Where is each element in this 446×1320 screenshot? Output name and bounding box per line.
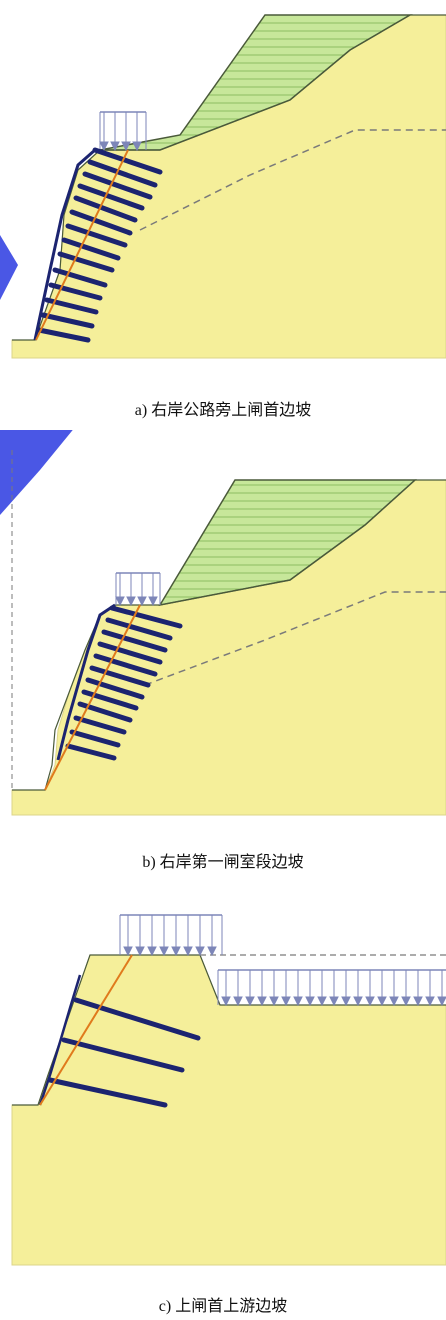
anchor	[109, 605, 183, 629]
anchor	[101, 629, 168, 653]
anchor	[69, 209, 133, 236]
watermark-shape	[0, 235, 18, 300]
panel-a-caption: a) 右岸公路旁上闸首边坡	[134, 402, 312, 419]
slope-face	[33, 148, 96, 341]
anchor	[85, 677, 145, 700]
platform-load	[217, 969, 446, 1007]
anchor	[65, 223, 128, 248]
anchor	[81, 689, 139, 711]
anchor	[52, 267, 108, 288]
anchor	[73, 195, 138, 223]
anchor	[40, 312, 95, 329]
anchor	[36, 327, 91, 343]
surface-load	[115, 572, 161, 607]
anchor	[73, 715, 127, 735]
anchor	[89, 665, 151, 688]
anchor	[92, 147, 163, 175]
panel-b: b) 右岸第一闸室段边坡	[0, 430, 446, 900]
anchor	[82, 171, 153, 200]
slope-face	[38, 974, 82, 1106]
slope-diagram-c	[11, 914, 446, 1266]
slip-surface	[35, 149, 129, 341]
anchor	[73, 997, 201, 1041]
dashed-interface-line	[144, 591, 446, 686]
anchor	[48, 282, 103, 301]
anchor	[47, 1077, 168, 1108]
panel-c: c) 上闸首上游边坡	[0, 900, 446, 1320]
panel-c-caption: c) 上闸首上游边坡	[158, 1298, 288, 1315]
anchor	[61, 1037, 185, 1073]
panel-a: a) 右岸公路旁上闸首边坡	[0, 0, 446, 430]
slip-surface	[39, 954, 133, 1106]
anchor	[77, 183, 145, 211]
anchor-group-c	[47, 997, 201, 1108]
anchor-group-a	[36, 147, 163, 343]
anchor	[93, 653, 158, 677]
slope-face	[56, 603, 116, 761]
ground-profile	[12, 954, 446, 1106]
anchor	[105, 617, 173, 641]
anchor	[87, 159, 158, 188]
slope-diagram-b	[0, 430, 446, 816]
slope-diagram-a	[0, 14, 446, 359]
anchor	[65, 743, 117, 761]
surface-load	[99, 111, 147, 152]
anchor	[61, 237, 121, 261]
panel-b-caption: b) 右岸第一闸室段边坡	[142, 854, 304, 871]
watermark-shape	[0, 430, 73, 515]
anchor	[97, 641, 163, 665]
anchor	[57, 251, 115, 273]
slip-surface	[44, 604, 141, 791]
anchor	[69, 729, 121, 748]
crest-load	[119, 914, 223, 957]
dashed-interface-line	[139, 129, 446, 231]
